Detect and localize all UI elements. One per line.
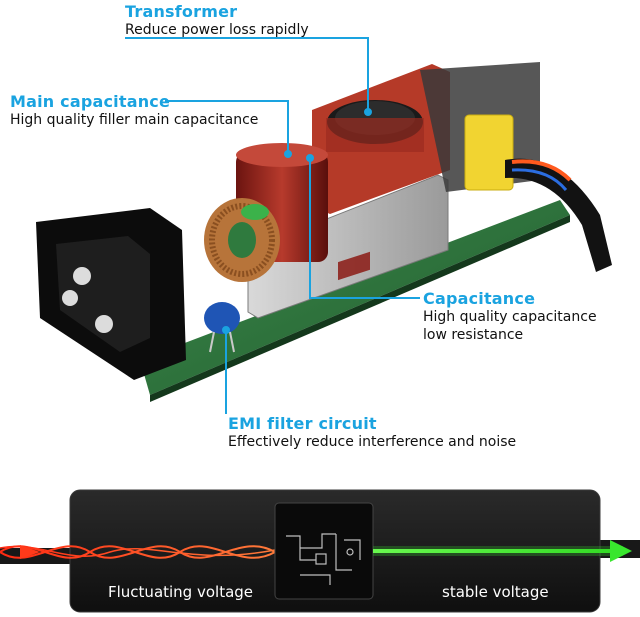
green-arrow [610, 540, 632, 562]
callout-emi-filter: EMI filter circuit Effectively reduce in… [228, 414, 516, 452]
blue-capacitor [204, 302, 240, 334]
callout-desc: Effectively reduce interference and nois… [228, 434, 517, 450]
callout-main-capacitance: Main capacitance High quality filler mai… [10, 92, 258, 130]
callout-capacitance: Capacitance High quality capacitance low… [423, 289, 597, 344]
stable-wave [373, 546, 623, 556]
circuit-chip [274, 502, 374, 600]
callout-title: Capacitance [423, 289, 536, 308]
callout-title: EMI filter circuit [228, 414, 377, 433]
fluctuating-wave [0, 545, 276, 559]
stable-voltage-label: stable voltage [442, 583, 549, 601]
voltage-panel [0, 486, 640, 617]
callout-desc-line1: High quality capacitance [423, 309, 597, 325]
main-capacitor [236, 143, 328, 262]
red-arrow [20, 545, 40, 559]
fluctuating-voltage-label: Fluctuating voltage [108, 583, 254, 601]
toroid-coil [204, 198, 280, 282]
callout-transformer: Transformer Reduce power loss rapidly [125, 2, 309, 40]
yellow-capacitor [464, 114, 514, 191]
pcb-assembly [36, 62, 612, 402]
callout-title: Transformer [125, 2, 238, 21]
ac-inlet-socket [36, 208, 186, 380]
callout-desc-line2: low resistance [423, 326, 524, 343]
callout-title: Main capacitance [10, 92, 171, 111]
callout-leader-lines [125, 37, 420, 414]
callout-desc: Reduce power loss rapidly [125, 22, 309, 38]
callout-desc: High quality filler main capacitance [10, 112, 259, 128]
metal-shield [247, 174, 449, 319]
